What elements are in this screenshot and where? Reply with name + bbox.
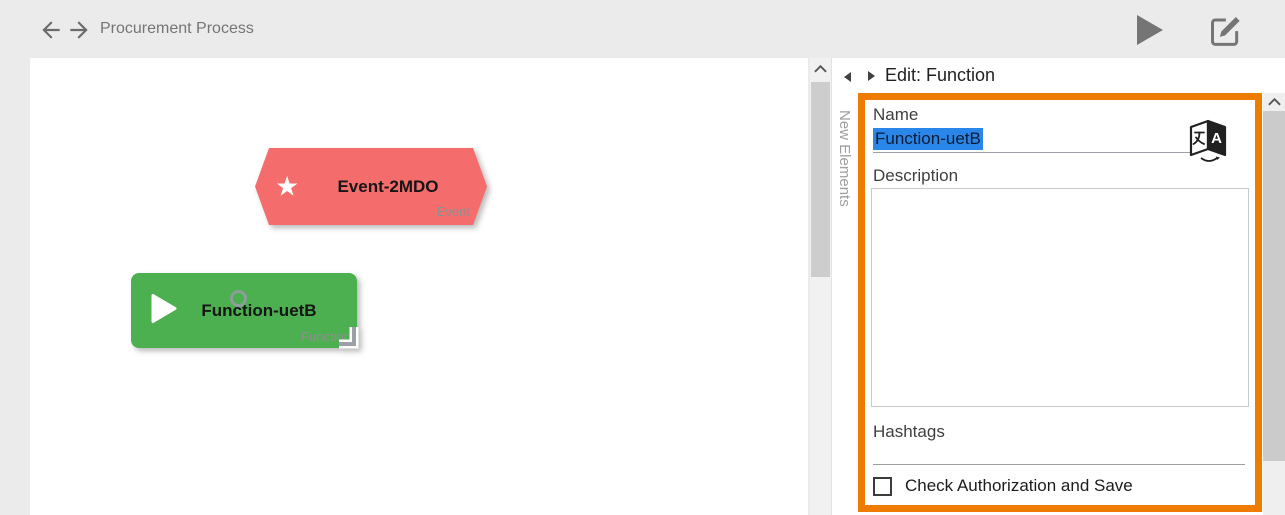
function-node-label: Function-uetB [201, 300, 317, 320]
translate-icon[interactable]: A [1187, 116, 1231, 164]
description-textarea[interactable] [871, 188, 1249, 407]
canvas-scrollbar[interactable] [810, 58, 831, 515]
page-title: Procurement Process [100, 20, 254, 37]
event-node-type: Event [436, 204, 470, 219]
function-node-type: Function [301, 329, 351, 344]
authorization-row: Check Authorization and Save [873, 476, 1133, 496]
panel-scrollbar[interactable] [1263, 93, 1285, 515]
name-label: Name [873, 105, 919, 124]
new-elements-tab-label[interactable]: New Elements [836, 110, 853, 207]
authorization-checkbox[interactable] [873, 476, 892, 496]
edit-document-button[interactable] [1205, 10, 1245, 50]
canvas-scrollbar-thumb[interactable] [811, 82, 830, 277]
collapse-panel-icon[interactable] [844, 72, 851, 82]
event-node-label: Event-2MDO [337, 176, 439, 196]
new-elements-tab[interactable]: New Elements [831, 58, 858, 515]
name-input-selected-text: Function-uetB [873, 128, 983, 150]
function-node[interactable]: Function-uetB Function [131, 273, 359, 349]
play-icon [151, 293, 177, 328]
top-toolbar: Procurement Process [0, 0, 1285, 58]
star-icon: ★ [275, 171, 300, 201]
expand-section-icon[interactable] [868, 70, 875, 81]
hashtags-input[interactable] [873, 442, 1245, 465]
svg-text:A: A [1211, 130, 1222, 147]
edit-panel-title: Edit: Function [885, 65, 996, 85]
description-label: Description [873, 166, 959, 185]
edit-panel-header[interactable]: Edit: Function [868, 58, 995, 93]
refinement-arrow-icon [335, 324, 361, 355]
run-process-button[interactable] [1131, 12, 1167, 48]
connection-handle-icon [230, 290, 247, 307]
event-node[interactable]: ★ Event-2MDO Event [255, 148, 487, 225]
hashtags-label: Hashtags [873, 422, 945, 441]
scroll-up-icon[interactable] [810, 58, 831, 80]
back-arrow-icon[interactable] [38, 17, 64, 43]
edit-function-form: Name Function-uetB A Description Hashtag… [858, 93, 1262, 512]
name-input[interactable]: Function-uetB [873, 128, 1191, 153]
panel-scroll-up-icon[interactable] [1263, 93, 1285, 111]
forward-arrow-icon[interactable] [66, 17, 92, 43]
process-canvas[interactable]: ★ Event-2MDO Event Function-uetB Functio… [30, 58, 808, 515]
panel-scrollbar-thumb[interactable] [1263, 111, 1285, 461]
authorization-checkbox-label: Check Authorization and Save [905, 476, 1133, 495]
